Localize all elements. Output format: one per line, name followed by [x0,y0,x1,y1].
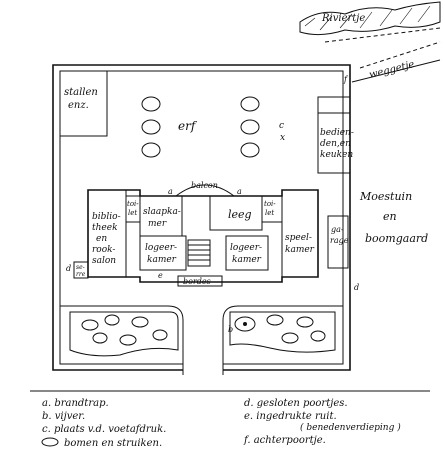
garden-path [60,305,343,364]
legend-e: e. ingedrukte ruit. [244,411,337,422]
marker-b: b [228,325,233,334]
servants-label: bedien- den,en keuken [320,128,357,160]
yard-label: erf [178,119,198,133]
guest-room-2-label: logeer- kamer [230,243,265,265]
marker-a-left: a [168,187,173,196]
road-line [351,59,441,83]
toilet-left-label: toi- let [127,200,141,217]
legend-a: a. brandtrap. [42,398,109,409]
yard-trees [141,96,260,158]
guest-room-1-label: logeer- kamer [145,243,180,265]
library-room [87,189,127,278]
property-wall [52,64,351,375]
marker-c: c [279,121,284,131]
bordes [177,275,223,287]
marker-a-right: a [237,187,242,196]
marker-d-left: d [66,264,71,273]
serre-room [73,261,89,279]
road-label: weggetje [368,59,416,81]
stables-room [59,70,108,137]
stables-label: stallen enz. [64,87,101,111]
marker-e-front: e [158,271,163,280]
garage-room [327,215,349,269]
guest-room-2 [225,235,269,271]
playroom-label: speel- kamer [285,233,315,255]
toilet-right-label: toi- let [264,200,278,217]
bedroom-label: slaapka- mer [143,207,184,229]
legend-c: c. plaats v.d. voetafdruk. [42,424,166,435]
library-label: biblio- theek en rook- salon [92,212,124,266]
legend-b: b. vijver. [42,411,85,422]
river-label: Riviertje [321,13,365,24]
orchard-label: Moestuin en boomgaard [359,190,428,245]
empty-room-label: leeg [228,208,252,221]
guest-room-1 [139,235,187,271]
legend-e-note: ( benedenverdieping ) [300,422,401,433]
river-path [324,27,441,43]
legend-shrubs: bomen en struiken. [64,438,162,449]
road-dashed [359,41,441,69]
playroom [281,189,319,278]
legend: a. brandtrap. b. vijver. c. plaats v.d. … [41,398,401,449]
balcony [175,184,235,197]
river: Riviertje [299,1,441,36]
garage-label: ga- rage [330,225,349,245]
marker-d-right: d [354,283,359,292]
legend-shrub-icon [41,437,59,447]
garden-beds [69,311,336,357]
marker-x: x [280,133,285,143]
legend-f: f. achterpoortje. [243,435,326,446]
balcony-label: balcon [191,181,218,190]
serre-label: se- rre [76,264,87,278]
marker-f: f [343,75,349,84]
legend-d: d. gesloten poortjes. [244,398,348,409]
main-house [87,189,319,283]
bordes-label: bordes [183,277,211,286]
staircase [187,239,211,267]
